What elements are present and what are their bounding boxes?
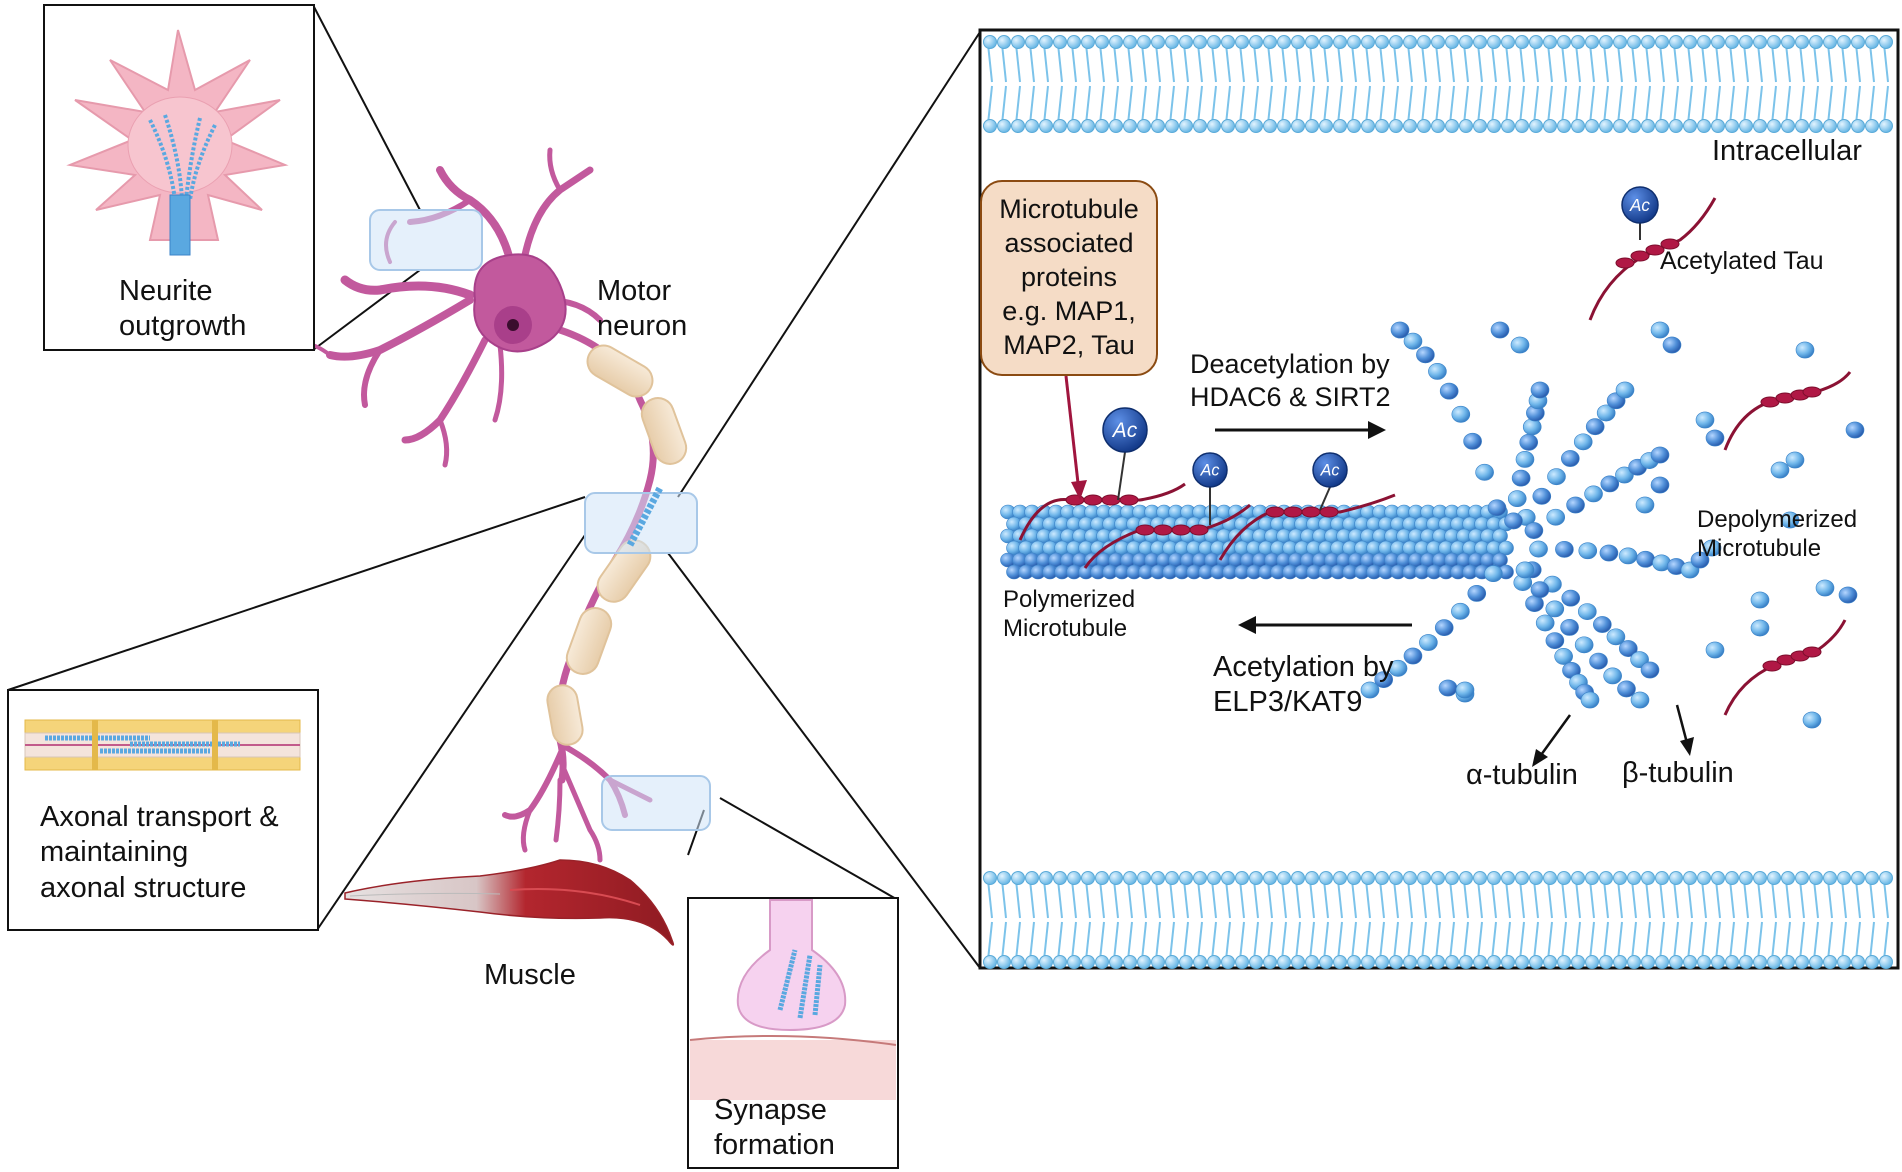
depolymerized-label: Depolymerized Microtubule	[1697, 505, 1857, 564]
axonal-transport-label: Axonal transport & maintaining axonal st…	[40, 800, 279, 906]
polymerized-line-2: Microtubule	[1003, 615, 1128, 643]
axonal-transport-line-1: Axonal transport &	[40, 801, 279, 833]
growth-cone-illustration	[66, 29, 289, 256]
map-proteins-box: Microtubule associated proteins e.g. MAP…	[980, 180, 1158, 376]
motor-neuron-line-1: Motor	[597, 275, 672, 307]
axon-microtubule	[626, 486, 664, 547]
polymerized-microtubule	[1000, 504, 1514, 580]
neurite-outgrowth-line-2: outgrowth	[119, 310, 247, 343]
acetylation-line-1: Acetylation by	[1213, 651, 1394, 683]
acetylated-tau-label: Acetylated Tau	[1660, 247, 1824, 275]
map-pointer-arrow	[1064, 375, 1087, 500]
depolymerized-line-2: Microtubule	[1697, 535, 1822, 563]
deacetylation-line-1: Deacetylation by	[1190, 349, 1390, 379]
ac-badge-text: Ac	[1320, 461, 1340, 479]
synapse-illustration	[689, 899, 897, 1100]
beta-tubulin-label: β-tubulin	[1622, 757, 1734, 789]
acetylation-label: Acetylation by ELP3/KAT9	[1213, 650, 1394, 721]
neuron-soma	[473, 253, 567, 353]
map-box-line-1: Microtubule	[999, 194, 1139, 224]
ac-badge-text: Ac	[1629, 196, 1650, 215]
synapse-formation-label: Synapse formation	[714, 1093, 835, 1164]
intracellular-label: Intracellular	[1712, 135, 1862, 167]
map-box-line-2: associated	[1004, 228, 1134, 258]
polymerized-line-1: Polymerized	[1003, 586, 1136, 613]
membrane-top	[983, 35, 1893, 133]
muscle-label: Muscle	[484, 959, 576, 991]
reaction-arrows	[1215, 421, 1412, 634]
polymerized-label: Polymerized Microtubule	[1003, 585, 1135, 644]
free-tubulin	[1360, 321, 1865, 729]
map-box-line-4: e.g. MAP1,	[1002, 296, 1136, 326]
neurite-outgrowth-label: Neurite outgrowth	[119, 274, 246, 345]
synapse-formation-line-2: formation	[714, 1129, 835, 1162]
synapse-formation-line-1: Synapse	[714, 1094, 827, 1126]
deacetylation-label: Deacetylation by HDAC6 & SIRT2	[1190, 348, 1391, 414]
map-box-line-5: MAP2, Tau	[1003, 330, 1135, 360]
motor-neuron-label: Motor neuron	[597, 274, 687, 345]
zoom-lines	[7, 4, 981, 969]
myelin-sheaths	[546, 344, 688, 746]
muscle	[344, 859, 675, 946]
map-box-line-3: proteins	[1020, 262, 1118, 292]
axonal-transport-line-3: axonal structure	[40, 871, 247, 904]
membrane-bottom	[983, 871, 1893, 969]
axon-segment-illustration	[24, 719, 301, 771]
tubulin-pointer-arrows	[1532, 704, 1694, 767]
axonal-transport-line-2: maintaining	[40, 836, 189, 869]
depolymerized-line-1: Depolymerized	[1697, 506, 1858, 533]
alpha-tubulin-label: α-tubulin	[1466, 759, 1578, 791]
deacetylation-line-2: HDAC6 & SIRT2	[1190, 381, 1391, 412]
ac-badge-text: Ac	[1111, 419, 1138, 442]
ac-badge-text: Ac	[1200, 461, 1220, 479]
motor-neuron-line-2: neuron	[597, 310, 688, 343]
neurite-outgrowth-line-1: Neurite	[119, 275, 213, 307]
acetylation-line-2: ELP3/KAT9	[1213, 686, 1363, 719]
